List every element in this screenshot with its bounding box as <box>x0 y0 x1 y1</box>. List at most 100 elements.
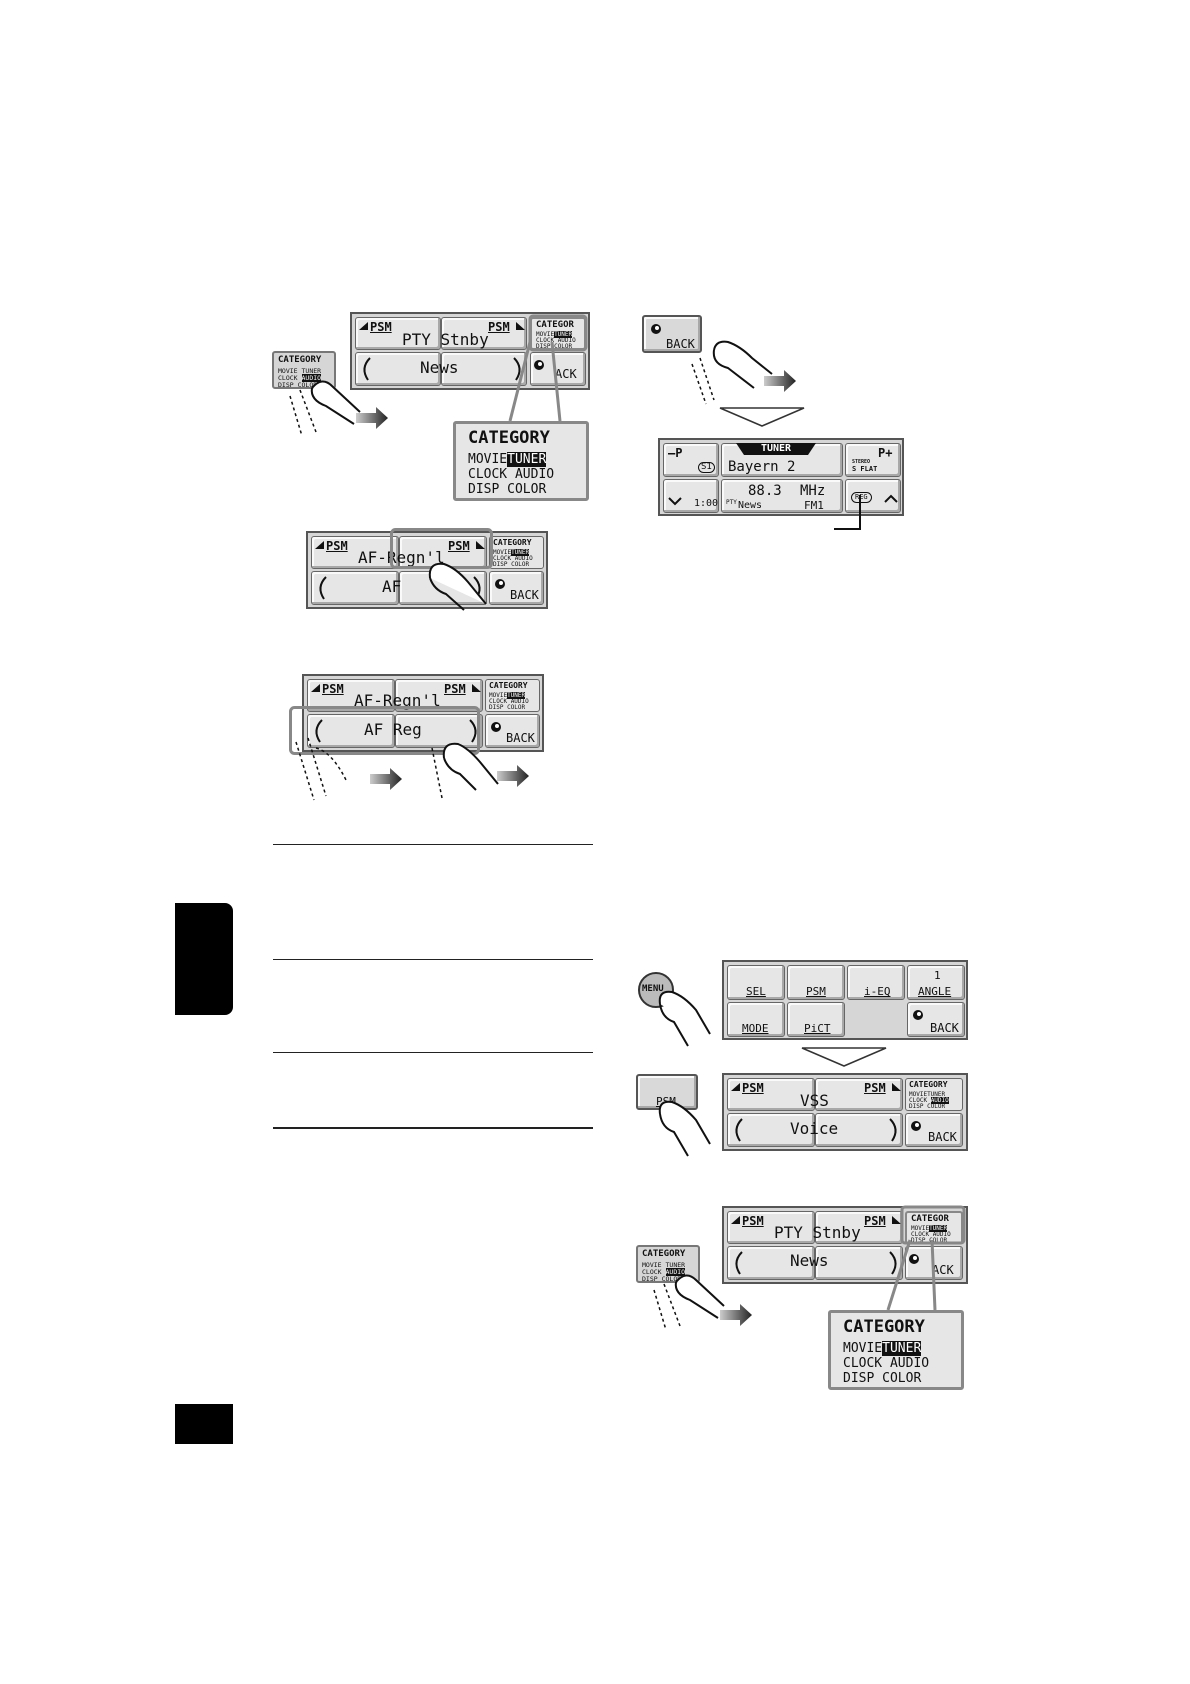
sound-flat-label: S FLAT <box>852 465 878 473</box>
chevron-up-icon <box>884 494 898 503</box>
preset-plus-label: P+ <box>878 446 893 460</box>
category-title: CATEGORY <box>468 428 550 448</box>
left-arc-cell[interactable] <box>307 714 395 748</box>
category-row1: MOVIE TUNER <box>278 367 322 375</box>
triangle-right-icon <box>516 322 525 330</box>
category-row3: DISP COLOR <box>911 1237 948 1244</box>
psm-cell-right[interactable]: PSM <box>815 1211 903 1244</box>
category-row3: DISP COLOR <box>493 561 530 568</box>
left-arc-cell[interactable] <box>727 1246 815 1280</box>
tuner-band-label: TUNER <box>736 443 816 455</box>
category-row1: MOVIE TUNER <box>642 1261 686 1269</box>
lcd-panel-vss: PSM PSM VSS Voice CATEGORY MOVIETUNER CL… <box>722 1073 968 1151</box>
preset-minus-cell[interactable]: –P S1 <box>663 443 719 477</box>
category-row3: DISP COLOR <box>843 1371 922 1386</box>
knob-icon <box>911 1121 921 1131</box>
finger-icon <box>431 742 499 799</box>
psm-label: PSM <box>864 1214 886 1228</box>
down-arrow-icon <box>801 1047 887 1067</box>
psm-menu-cell[interactable]: PSM <box>787 965 845 1000</box>
category-row2: CLOCK AUDIO <box>493 555 533 562</box>
curve-arrow-right-icon <box>889 1118 897 1142</box>
category-mini[interactable]: CATEGORY MOVIETUNER CLOCK AUDIO DISP COL… <box>485 679 540 712</box>
angle-number: 1 <box>934 969 941 982</box>
af-regnl-text: AF-Regn'l <box>354 691 441 710</box>
back-cell[interactable]: ACK <box>530 352 586 386</box>
back-cell[interactable]: BACK <box>485 714 540 748</box>
psm-cell-left[interactable]: PSM <box>311 536 399 569</box>
category-title: CATEGOR <box>536 320 574 330</box>
clock-time: 1:00 <box>694 498 719 509</box>
frequency-unit: MHz <box>800 483 826 499</box>
psm-label: PSM <box>322 682 344 696</box>
page-number-box <box>175 1404 233 1444</box>
back-button-large[interactable]: BACK <box>642 315 702 353</box>
category-mini[interactable]: CATEGOR MOVIETUNER CLOCK AUDIO DISP COLO… <box>905 1211 963 1244</box>
ieq-cell[interactable]: i-EQ <box>847 965 905 1000</box>
arrow-right-icon <box>356 407 388 429</box>
category-callout-large: CATEGORY MOVIETUNER CLOCK AUDIO DISP COL… <box>453 421 589 501</box>
psm-label: PSM <box>326 539 348 553</box>
category-row1: MOVIETUNER <box>493 549 530 556</box>
psm-cell-left[interactable]: PSM <box>727 1211 815 1244</box>
category-row1: MOVIETUNER <box>489 692 526 699</box>
back-label: ACK <box>555 367 577 381</box>
curve-arrow-right-icon <box>469 719 477 743</box>
arrow-right-icon <box>764 370 796 392</box>
menu-label: MENU <box>642 984 664 994</box>
frequency-cell: 88.3 MHz PTY News FM1 <box>721 479 843 513</box>
preset-plus-cell[interactable]: P+ STEREO S FLAT <box>845 443 901 477</box>
pty-value: News <box>738 500 763 511</box>
angle-cell[interactable]: 1 ANGLE <box>907 965 965 1000</box>
psm-label: PSM <box>488 320 510 334</box>
category-callout-large: CATEGORY MOVIETUNER CLOCK AUDIO DISP COL… <box>828 1310 964 1390</box>
vss-text: VSS <box>800 1091 829 1110</box>
psm-cell-left[interactable]: PSM <box>727 1078 815 1111</box>
left-arc-cell[interactable] <box>727 1113 815 1147</box>
category-mini[interactable]: CATEGOR MOVIETUNER CLOCK AUDIO DISP COLO… <box>530 317 586 350</box>
triangle-left-icon <box>731 1083 740 1091</box>
reg-indicator: REG <box>851 492 872 503</box>
pty-standby-text: PTY Stnby <box>402 330 489 349</box>
finger-icon <box>653 1274 725 1331</box>
finger-icon <box>691 340 773 405</box>
lcd-panel-pty: PSM PSM PTY Stnby News CATEGOR MOVIETUNE… <box>350 312 590 390</box>
left-arc-cell[interactable] <box>355 352 441 386</box>
right-arc-cell[interactable] <box>815 1113 903 1147</box>
down-cell[interactable]: 1:00 <box>663 479 719 513</box>
back-label: BACK <box>506 731 535 745</box>
category-row3: DISP COLOR <box>489 704 526 711</box>
right-arc-cell[interactable] <box>395 714 483 748</box>
curve-arrow-right-icon <box>889 1251 897 1275</box>
category-row2: CLOCK AUDIO <box>278 374 322 382</box>
category-title: CATEGORY <box>843 1317 925 1337</box>
knob-icon <box>909 1254 919 1264</box>
category-button-small[interactable]: CATEGORY MOVIE TUNER CLOCK AUDIO DISP CO… <box>272 351 336 389</box>
pict-cell[interactable]: PiCT <box>787 1002 845 1037</box>
mode-cell[interactable]: MODE <box>727 1002 785 1037</box>
sel-label: SEL <box>746 985 766 998</box>
triangle-right-icon <box>476 541 485 549</box>
psm-label: PSM <box>806 985 826 998</box>
back-cell[interactable]: BACK <box>489 571 544 605</box>
lcd-panel-menu: SEL PSM i-EQ 1 ANGLE MODE PiCT BACK <box>722 960 968 1040</box>
psm-cell-left[interactable]: PSM <box>355 317 441 350</box>
triangle-left-icon <box>315 541 324 549</box>
sel-cell[interactable]: SEL <box>727 965 785 1000</box>
triangle-right-icon <box>892 1216 901 1224</box>
up-cell[interactable]: REG <box>845 479 901 513</box>
divider-rule <box>273 959 593 960</box>
left-arc-cell[interactable] <box>311 571 399 605</box>
back-cell[interactable]: BACK <box>905 1113 963 1147</box>
triangle-left-icon <box>311 684 320 692</box>
psm-label: PSM <box>444 682 466 696</box>
back-cell[interactable]: ACK <box>905 1246 963 1280</box>
category-row2: CLOCK AUDIO <box>909 1097 949 1104</box>
category-mini[interactable]: CATEGORY MOVIETUNER CLOCK AUDIO DISP COL… <box>905 1078 963 1111</box>
category-mini[interactable]: CATEGORY MOVIETUNER CLOCK AUDIO DISP COL… <box>489 536 544 569</box>
curve-arrow-right-icon <box>513 357 521 381</box>
knob-icon <box>495 579 505 589</box>
back-cell[interactable]: BACK <box>907 1002 965 1037</box>
arrow-right-icon <box>370 768 402 790</box>
psm-cell-right[interactable]: PSM <box>815 1078 903 1111</box>
